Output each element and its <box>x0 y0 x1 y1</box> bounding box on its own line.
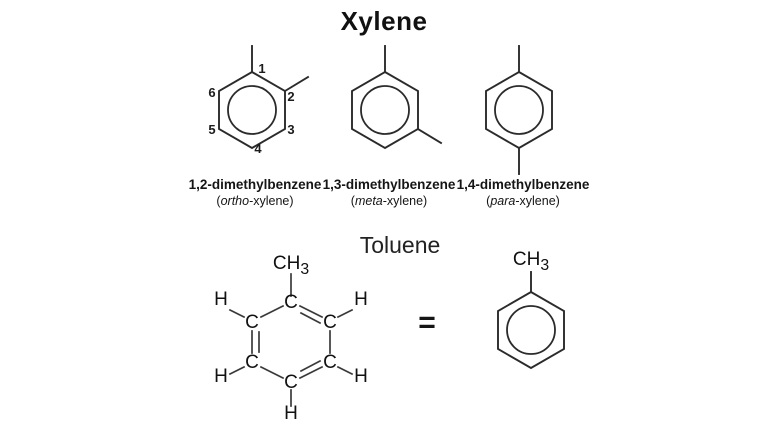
kekule-ch-bond-c6 <box>228 308 246 319</box>
kekule-hydrogen-on-c4: H <box>284 403 298 424</box>
meta-aromatic-circle <box>360 85 410 135</box>
caption-ortho-paren-open: ( <box>216 194 221 209</box>
kekule-methyl-text: CH <box>272 253 301 274</box>
ring-number-5: 5 <box>208 122 216 137</box>
caption-ortho-prefix: ortho <box>220 194 250 209</box>
ring-number-6: 6 <box>208 85 216 100</box>
caption-meta-prefix: meta <box>354 194 383 209</box>
toluene-shorthand-methyl-text: CH <box>512 249 541 270</box>
kekule-double-bond-inner-c4-c3 <box>299 359 322 373</box>
kekule-methyl-label: CH3 <box>268 253 314 279</box>
caption-meta-common: (meta-xylene) <box>314 193 464 209</box>
kekule-carbon-c2: C <box>323 312 337 333</box>
ortho-methyl-bond-position-2 <box>283 75 310 93</box>
kekule-carbon-c1: C <box>284 292 298 313</box>
ring-number-3: 3 <box>287 122 295 137</box>
kekule-carbon-c4: C <box>284 372 298 393</box>
caption-para-suffix: -xylene) <box>515 194 560 209</box>
xylene-section-title: Xylene <box>340 6 428 36</box>
kekule-ch-bond-c3 <box>336 365 354 376</box>
toluene-section-title: Toluene <box>359 232 441 258</box>
meta-benzene-ring-hexagon <box>351 70 419 150</box>
para-xylene-structure <box>485 45 553 175</box>
caption-ortho-suffix: -xylene) <box>249 194 294 209</box>
caption-para-paren-open: ( <box>486 194 491 209</box>
caption-ortho-iupac: 1,2-dimethylbenzene <box>188 177 322 192</box>
kekule-carbon-c5: C <box>245 352 259 373</box>
caption-para-xylene: 1,4-dimethylbenzene (para-xylene) <box>448 176 598 209</box>
ring-number-1: 1 <box>258 61 266 76</box>
ring-number-2: 2 <box>287 89 295 104</box>
kekule-carbon-c3: C <box>323 352 337 373</box>
kekule-carbon-c6: C <box>245 312 259 333</box>
kekule-bond-c4-c3 <box>298 365 324 380</box>
caption-meta-iupac: 1,3-dimethylbenzene <box>322 177 456 192</box>
ortho-xylene-structure <box>218 45 310 150</box>
meta-xylene-structure <box>351 45 443 150</box>
toluene-aromatic-circle <box>506 305 556 355</box>
caption-ortho-common: (ortho-xylene) <box>180 193 330 209</box>
kekule-ch-bond-c2 <box>336 308 354 319</box>
kekule-double-bond-inner-c1-c2 <box>299 311 322 325</box>
toluene-benzene-ring-hexagon <box>497 290 565 370</box>
ring-number-4: 4 <box>254 141 262 156</box>
caption-meta-paren-open: ( <box>350 194 355 209</box>
toluene-shorthand-methyl-label: CH3 <box>508 249 554 275</box>
caption-meta-suffix: -xylene) <box>382 194 428 209</box>
ortho-aromatic-circle <box>227 85 277 135</box>
toluene-shorthand-methyl-subscript: 3 <box>540 256 550 274</box>
toluene-shorthand-structure <box>497 271 565 370</box>
kekule-hydrogen-on-c3: H <box>354 366 368 387</box>
caption-para-common: (para-xylene) <box>448 193 598 209</box>
kekule-ch-bond-c5 <box>228 365 246 376</box>
caption-ortho-xylene: 1,2-dimethylbenzene (ortho-xylene) <box>180 176 330 209</box>
kekule-hydrogen-on-c5: H <box>214 366 228 387</box>
kekule-bond-c2-c1 <box>298 304 324 319</box>
caption-meta-xylene: 1,3-dimethylbenzene (meta-xylene) <box>314 176 464 209</box>
kekule-bond-c1-c6 <box>259 304 285 319</box>
caption-para-iupac: 1,4-dimethylbenzene <box>456 177 590 192</box>
kekule-hydrogen-on-c2: H <box>354 289 368 310</box>
kekule-hydrogen-on-c6: H <box>214 289 228 310</box>
kekule-bond-c5-c4 <box>259 365 285 380</box>
meta-methyl-bond-position-3 <box>416 127 443 145</box>
equivalence-equals-sign: = <box>418 306 436 339</box>
para-aromatic-circle <box>494 85 544 135</box>
caption-para-prefix: para <box>490 194 516 209</box>
toluene-kekule-structure <box>228 273 354 407</box>
kekule-methyl-subscript: 3 <box>300 260 310 278</box>
